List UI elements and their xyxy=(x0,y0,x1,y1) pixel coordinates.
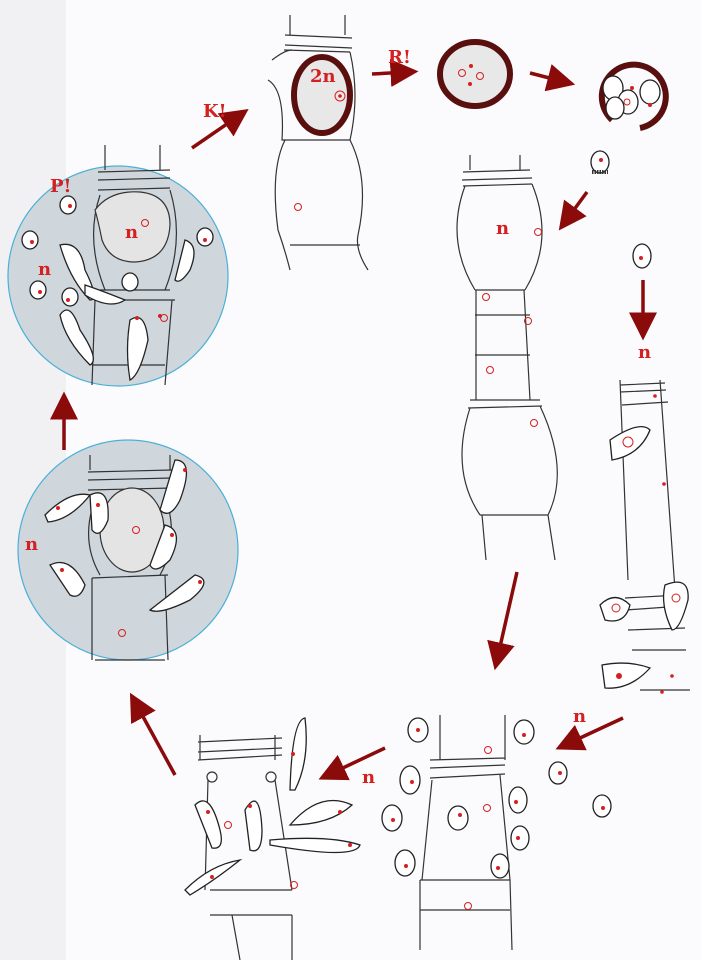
zygote-meiosis xyxy=(437,39,513,109)
label-n-bottom: n xyxy=(362,767,375,788)
label-n-bottom-right: n xyxy=(573,706,586,727)
magnified-view-plasmogamy xyxy=(7,145,229,387)
magnified-view-germination xyxy=(17,439,239,661)
haploid-filament-right xyxy=(599,243,690,694)
arrow-center-down xyxy=(487,571,519,671)
germinating-zoospores xyxy=(184,717,361,960)
zygote xyxy=(291,54,353,136)
haploid-filament-center xyxy=(456,155,558,561)
arrow-release xyxy=(529,64,576,92)
label-n-center: n xyxy=(496,218,509,239)
arrow-karyogamy xyxy=(191,109,249,150)
label-n-magnifier-lower: n xyxy=(25,534,38,555)
label-n-magnifier-nucleus: n xyxy=(125,222,138,243)
cycle-arrows xyxy=(50,58,657,781)
label-karyogamy: K! xyxy=(203,101,227,122)
zoospore-release xyxy=(590,61,669,174)
arrow-to-magnifier xyxy=(129,692,177,776)
arrow-right-to-bottom xyxy=(555,716,624,751)
filament-attachment xyxy=(381,715,612,951)
label-n-magnifier-upper: n xyxy=(38,259,51,280)
label-2n: 2n xyxy=(310,66,336,87)
arrow-settle xyxy=(558,190,589,231)
arrow-reduction xyxy=(371,58,419,87)
label-n-right: n xyxy=(638,342,651,363)
label-plasmogamy: P! xyxy=(50,176,71,197)
zygote-filament xyxy=(267,15,369,271)
arrow-bottom-left xyxy=(318,746,386,781)
label-reduction: R! xyxy=(388,47,411,68)
